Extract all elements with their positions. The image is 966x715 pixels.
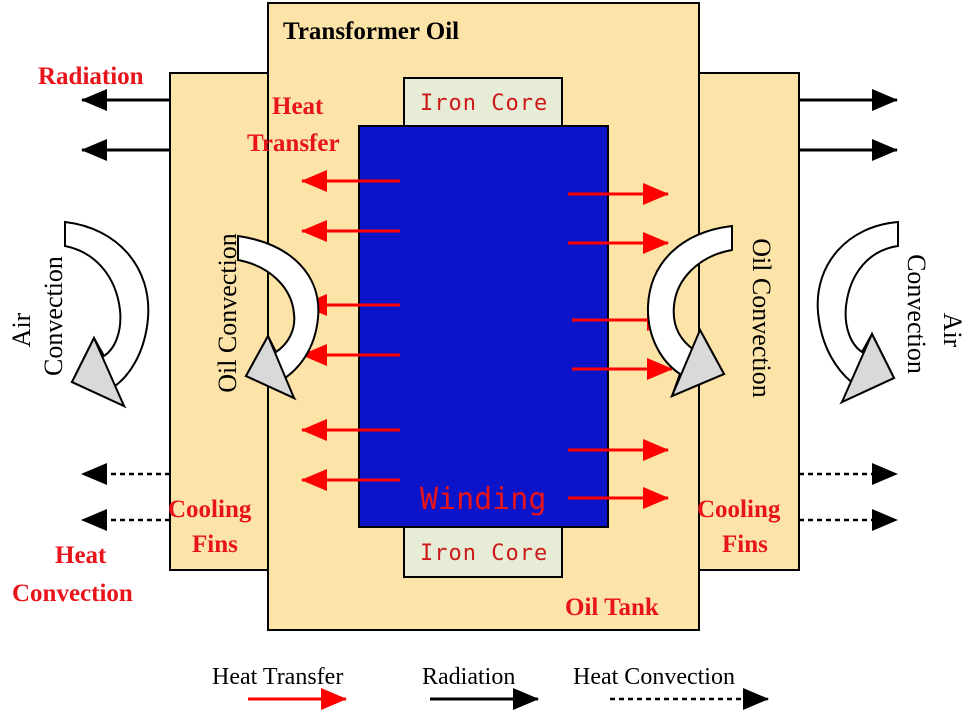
iron-core-top-label: Iron Core: [420, 91, 548, 116]
legend-radiation-label: Radiation: [422, 664, 515, 690]
winding-label: Winding: [420, 482, 546, 517]
cooling-fins-right-label-line2: Fins: [722, 531, 768, 558]
oil-convection-right-label: Oil Convection: [747, 238, 776, 398]
air-convection-left-label-line1: Air: [7, 312, 36, 347]
iron-core-bottom-label: Iron Core: [420, 541, 548, 566]
legend-heat-convection-label: Heat Convection: [573, 664, 735, 690]
heat-convection-arrows: [81, 463, 898, 531]
oil-convection-left-label: Oil Convection: [213, 233, 242, 393]
iron-core-top: [403, 77, 563, 129]
radiation-label: Radiation: [38, 63, 144, 90]
legend-heat-transfer-label: Heat Transfer: [212, 664, 343, 690]
oil-convection-arrow-right-shade: [670, 327, 726, 398]
cooling-fins-left: [169, 72, 273, 571]
legend: Heat Transfer Radiation Heat Convection: [212, 664, 769, 710]
air-convection-right-label-line1: Air: [938, 313, 966, 348]
cooling-fins-left-label-line2: Fins: [192, 531, 238, 558]
transformer-oil-label: Transformer Oil: [283, 18, 459, 45]
air-convection-arrow-right-shade: [840, 331, 896, 405]
radiation-arrows: [81, 89, 898, 161]
air-convection-left-label-line2: Convection: [39, 256, 68, 376]
cooling-fins-left-label-line1: Cooling: [168, 496, 252, 523]
oil-convection-arrow-left-shade: [244, 333, 296, 400]
oil-tank-label: Oil Tank: [565, 594, 659, 621]
air-convection-right-label-line2: Convection: [902, 254, 931, 374]
cooling-fins-right-label-line1: Cooling: [697, 496, 781, 523]
heat-convection-label-line2: Convection: [12, 580, 133, 607]
heat-transfer-label-line1: Heat: [272, 93, 324, 120]
air-convection-arrow-left-shade: [70, 335, 126, 409]
heat-convection-label-line1: Heat: [55, 542, 107, 569]
winding: [358, 125, 609, 528]
iron-core-bottom: [403, 526, 563, 578]
heat-transfer-label-line2: Transfer: [247, 130, 340, 157]
cooling-fins-right: [696, 72, 800, 571]
